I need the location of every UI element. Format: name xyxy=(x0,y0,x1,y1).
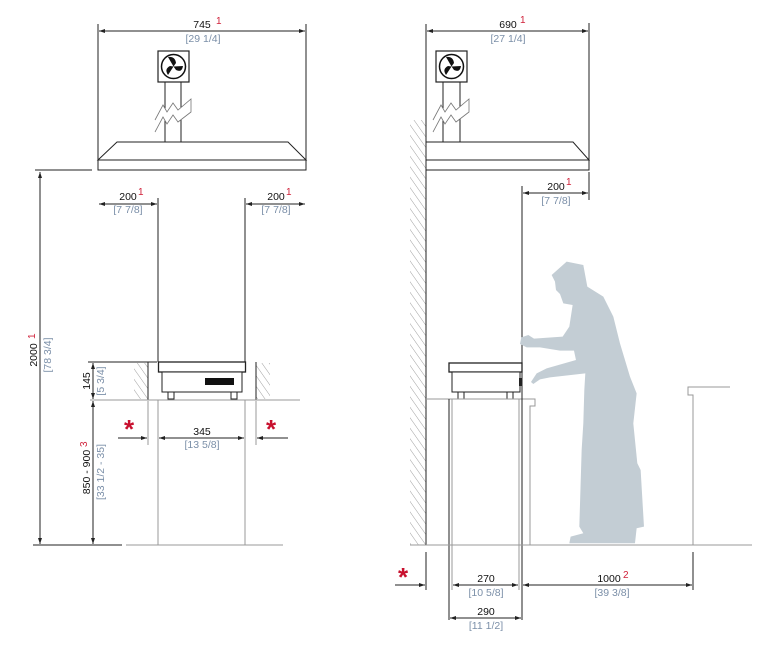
left-side-wall xyxy=(134,363,148,399)
note-marker: 1 xyxy=(286,187,292,198)
front-clearance-value: 200 xyxy=(547,181,565,193)
extraction-hood xyxy=(425,141,591,171)
appliance-width-value: 345 xyxy=(193,426,211,438)
control-panel xyxy=(205,378,234,385)
note-marker: 1 xyxy=(27,333,38,339)
note-marker: 2 xyxy=(623,570,629,581)
appliance-height-value: 145 xyxy=(81,372,93,390)
back-wall xyxy=(410,120,426,545)
note-marker: 1 xyxy=(138,187,144,198)
base-depth-imperial: [10 5/8] xyxy=(468,587,503,599)
hood-height-imperial: [78 3/4] xyxy=(42,337,54,372)
duct-break-icon xyxy=(432,82,470,142)
base-depth-value: 270 xyxy=(477,573,495,585)
counter-height-imperial: [33 1/2 - 35] xyxy=(95,444,107,500)
note-marker: 1 xyxy=(566,177,572,188)
right-clearance-imperial: [7 7/8] xyxy=(261,204,290,216)
appliance-height-imperial: [5 3/4] xyxy=(95,366,107,395)
appliance-width-imperial: [13 5/8] xyxy=(184,439,219,451)
hood-depth-imperial: [27 1/4] xyxy=(490,33,525,45)
hood-width-imperial: [29 1/4] xyxy=(185,33,220,45)
note-marker: 3 xyxy=(79,441,90,447)
hood-depth-value: 690 xyxy=(499,19,517,31)
appliance-depth-imperial: [11 1/2] xyxy=(469,620,503,632)
appliance-side xyxy=(448,362,523,400)
front-view: 745 1 [29 1/4] 2000 1 [78 3/4] xyxy=(27,16,308,546)
hood-height-value: 2000 xyxy=(28,343,40,367)
right-side-wall xyxy=(256,363,270,399)
left-clearance-imperial: [7 7/8] xyxy=(113,204,142,216)
appliance-front xyxy=(157,361,247,400)
front-clearance-imperial: [7 7/8] xyxy=(541,195,570,207)
fan-icon xyxy=(435,50,468,83)
appliance-depth-value: 290 xyxy=(477,606,495,618)
opposite-counter xyxy=(687,386,730,545)
right-clearance-value: 200 xyxy=(267,191,285,203)
fan-icon xyxy=(157,50,190,83)
operator-space-imperial: [39 3/8] xyxy=(594,587,629,599)
operator-space-value: 1000 xyxy=(597,573,621,585)
clearance-asterisk-left: * xyxy=(124,414,135,444)
left-clearance-value: 200 xyxy=(119,191,137,203)
side-view: 690 1 [27 1/4] 200 1 [7 7/8] xyxy=(395,15,752,632)
duct-break-icon xyxy=(154,82,192,142)
note-marker: 1 xyxy=(216,16,222,27)
hood-width-value: 745 xyxy=(193,19,211,31)
note-marker: 1 xyxy=(520,15,526,26)
extraction-hood xyxy=(96,141,308,171)
operator-silhouette xyxy=(519,261,644,544)
clearance-asterisk-right: * xyxy=(266,414,277,444)
clearance-asterisk-rear: * xyxy=(398,562,409,592)
counter-profile xyxy=(426,398,536,545)
counter-height-value: 850 - 900 xyxy=(81,450,93,495)
